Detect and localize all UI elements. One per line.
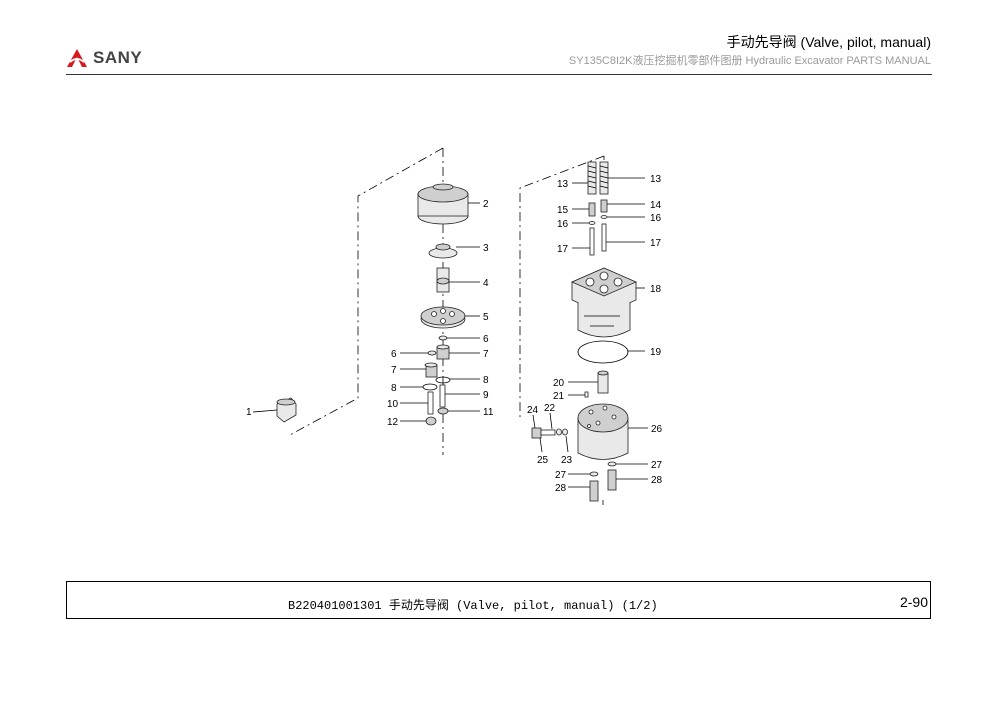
part-13-springs (572, 161, 645, 195)
callout-27a: 27 (555, 470, 567, 481)
part-4-joint (436, 267, 480, 293)
part-8-orings (400, 376, 480, 391)
callout-4: 4 (483, 278, 489, 289)
callout-24: 24 (527, 405, 539, 416)
part-6-washers (400, 335, 480, 356)
callout-16a: 16 (557, 219, 569, 230)
callout-25: 25 (537, 455, 549, 466)
callout-16b: 16 (650, 213, 662, 224)
callout-8b: 8 (391, 383, 397, 394)
callout-28a: 28 (555, 483, 567, 494)
caption-box: B220401001301 手动先导阀 (Valve, pilot, manua… (66, 581, 931, 619)
callout-20: 20 (553, 378, 565, 389)
part-5-plate (420, 306, 480, 329)
brand-name: SANY (93, 48, 143, 67)
callout-6a: 6 (483, 334, 489, 345)
callout-26: 26 (651, 424, 663, 435)
callout-5: 5 (483, 312, 489, 323)
callout-21: 21 (553, 391, 565, 402)
callout-18: 18 (650, 284, 662, 295)
callout-7a: 7 (483, 349, 489, 360)
part-16-washers (572, 215, 645, 225)
callout-22: 22 (544, 403, 556, 414)
callout-12: 12 (387, 417, 399, 428)
callout-27b: 27 (651, 460, 663, 471)
callout-7b: 7 (391, 365, 397, 376)
callout-10: 10 (387, 399, 399, 410)
callout-8a: 8 (483, 375, 489, 386)
callout-9: 9 (483, 390, 489, 401)
callout-28b: 28 (651, 475, 663, 486)
callout-11: 11 (483, 407, 494, 418)
callout-13b: 13 (650, 174, 662, 185)
part-3-plate (428, 243, 480, 259)
callout-17a: 17 (557, 244, 569, 255)
sany-logo: SANY (66, 48, 142, 68)
part-2-boot (417, 183, 480, 225)
callout-17b: 17 (650, 238, 662, 249)
callout-6b: 6 (391, 349, 397, 360)
callout-23: 23 (561, 455, 573, 466)
callout-15: 15 (557, 205, 569, 216)
page-title: 手动先导阀 (Valve, pilot, manual) (726, 34, 931, 50)
diagram-caption: B220401001301 手动先导阀 (Valve, pilot, manua… (288, 599, 658, 613)
part-7-sleeves (400, 344, 480, 378)
callout-14: 14 (650, 200, 662, 211)
callout-3: 3 (483, 243, 489, 254)
part-14-15-retainers (572, 199, 645, 217)
part-19-oring (577, 340, 645, 364)
page-subtitle: SY135C8I2K液压挖掘机零部件图册 Hydraulic Excavator… (568, 55, 931, 67)
header-divider (66, 74, 932, 75)
part-22-25-fittings (531, 412, 569, 453)
callout-19: 19 (650, 347, 662, 358)
part-11-12-plugs (400, 407, 480, 426)
page-number: 2-90 (899, 594, 928, 610)
callout-labels: 1 2 3 4 5 6 6 7 7 8 8 9 10 11 12 13 13 1… (246, 174, 663, 494)
part-27-28-bolts (568, 461, 648, 502)
callout-1: 1 (246, 407, 252, 418)
callout-2: 2 (483, 199, 489, 210)
part-9-10-pins (400, 384, 480, 415)
callout-13a: 13 (557, 179, 569, 190)
sany-logo-icon (67, 49, 87, 67)
part-1-adapter (252, 397, 297, 423)
part-26-body (577, 403, 648, 460)
part-20-21-bushing (568, 370, 609, 398)
part-18-casing (571, 267, 645, 338)
part-17-spools (572, 223, 645, 256)
